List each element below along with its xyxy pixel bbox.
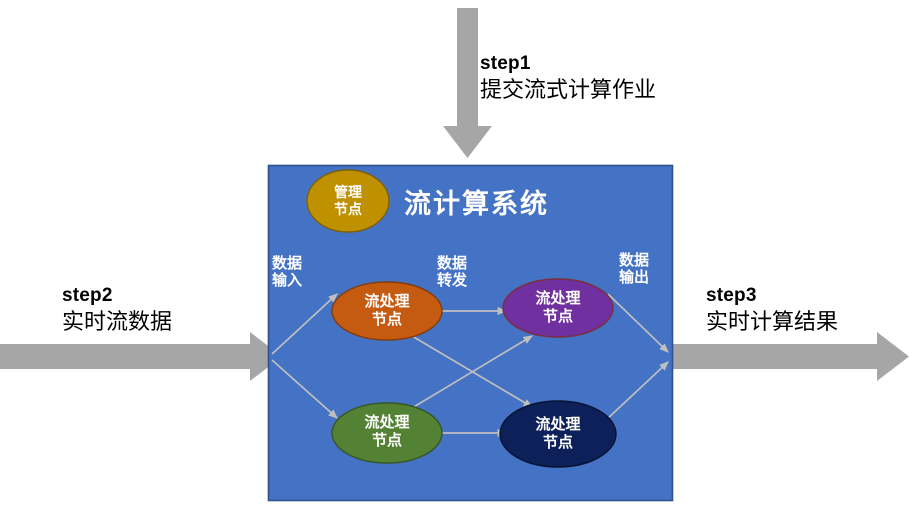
management-node-label-line1: 管理: [334, 184, 362, 201]
stream-node-green-label-line2: 节点: [371, 432, 403, 449]
system-title: 流计算系统: [404, 189, 549, 219]
step3-arrow: [662, 332, 909, 381]
stream-node-purple-label: 流处理 节点: [535, 290, 580, 326]
management-node-label: 管理 节点: [334, 184, 362, 218]
step1-text: 提交流式计算作业: [480, 77, 657, 103]
step3-key: step3: [706, 285, 757, 306]
stream-node-navy-label-line2: 节点: [542, 434, 574, 451]
stream-node-orange-label-line1: 流处理: [364, 293, 410, 310]
data-input-label-line2: 输入: [272, 272, 303, 290]
stream-node-navy-label-line1: 流处理: [535, 416, 581, 433]
stream-node-green-label-line1: 流处理: [364, 414, 410, 431]
data-input-label-line1: 数据: [272, 255, 303, 272]
stream-node-navy-label: 流处理 节点: [535, 416, 580, 452]
step3-label: step3 实时计算结果: [706, 284, 838, 336]
stream-node-orange-label-line2: 节点: [371, 311, 403, 328]
management-node-label-line2: 节点: [334, 201, 362, 217]
step2-label: step2 实时流数据: [62, 284, 172, 336]
stream-node-purple-label-line2: 节点: [542, 308, 574, 325]
stream-node-orange-shape[interactable]: [331, 281, 443, 341]
stream-node-orange-label: 流处理 节点: [364, 293, 409, 329]
stream-node-purple-shape[interactable]: [502, 278, 614, 338]
stream-node-green-label: 流处理 节点: [364, 414, 409, 450]
data-forward-label-line1: 数据: [437, 255, 468, 272]
data-input-label: 数据 输入: [272, 255, 302, 290]
data-forward-label-line2: 转发: [437, 272, 468, 290]
data-forward-label: 数据 转发: [437, 255, 467, 290]
step1-label: step1 提交流式计算作业: [480, 52, 656, 104]
management-node-shape[interactable]: [306, 169, 390, 233]
data-output-label-line1: 数据: [619, 252, 650, 269]
step2-key: step2: [62, 285, 113, 306]
connector-input-to-green: [271, 359, 338, 419]
data-output-label: 数据 输出: [619, 252, 649, 287]
stream-node-green-shape[interactable]: [331, 402, 443, 464]
step3-text: 实时计算结果: [706, 309, 839, 335]
data-output-label-line2: 输出: [619, 269, 650, 287]
connector-green-to-purple: [411, 335, 534, 409]
stream-node-purple-label-line1: 流处理: [535, 290, 581, 307]
connector-input-to-orange: [271, 293, 338, 355]
step2-arrow: [0, 332, 282, 381]
connector-purple-to-output: [607, 293, 669, 353]
stream-node-navy-shape[interactable]: [499, 400, 617, 468]
step1-key: step1: [480, 53, 531, 74]
step1-arrow: [443, 8, 492, 158]
connector-navy-to-output: [605, 361, 669, 421]
connector-group: [271, 293, 669, 437]
step2-text: 实时流数据: [62, 309, 173, 335]
